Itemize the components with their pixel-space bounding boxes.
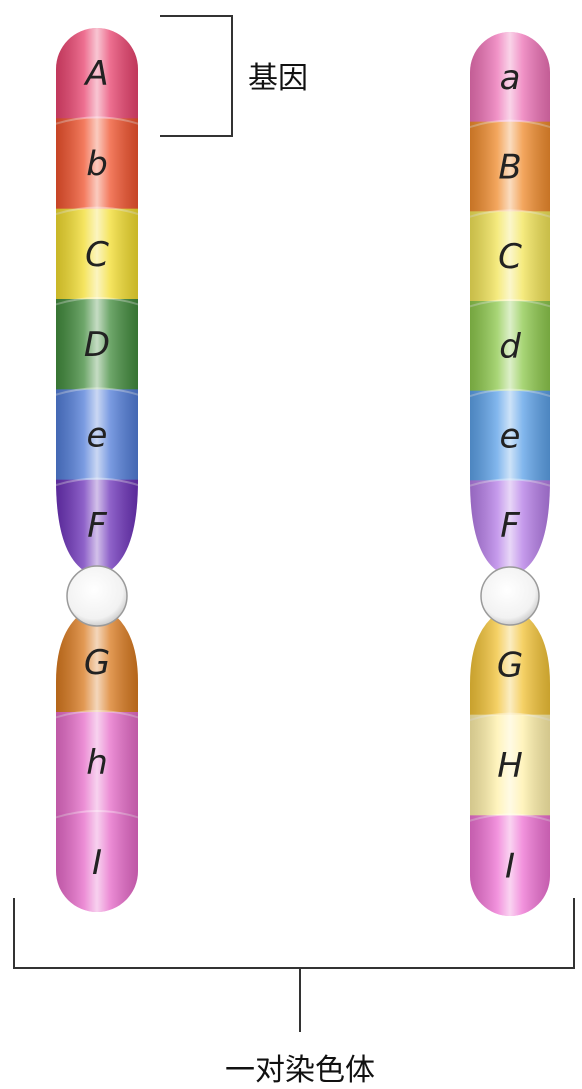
centromere [481,567,539,625]
arm-shine [54,26,140,572]
gene-label-C: C [498,237,522,277]
chromosome-left: AbC DeF GhI [54,26,140,914]
gene-label: 基因 [248,61,308,96]
pair-label: 一对染色体 [225,1053,375,1088]
gene-label-I: I [92,843,102,883]
gene-label-h: h [86,743,108,783]
centromere [67,566,127,626]
gene-label-G: G [497,645,523,685]
chromosome-right: aB Cd eF G H I [468,30,552,918]
gene-label-A: A [83,54,108,94]
gene-label-I: I [505,847,515,887]
gene-label-D: D [84,325,110,365]
pair-bracket [14,898,574,1032]
gene-label-B: B [498,148,521,188]
gene-label-e: e [87,416,108,456]
p-arm [468,30,552,572]
gene-label-F: F [500,506,520,546]
gene-label-e: e [500,417,521,457]
gene-label-d: d [499,327,521,367]
arm-shine [468,30,552,572]
gene-label-G: G [84,643,110,683]
gene-bracket [160,16,232,136]
gene-label-a: a [500,58,521,98]
gene-label-F: F [87,506,107,546]
gene-label-b: b [86,145,108,185]
gene-label-C: C [85,235,109,275]
gene-label-H: H [497,746,523,786]
p-arm [54,26,140,572]
